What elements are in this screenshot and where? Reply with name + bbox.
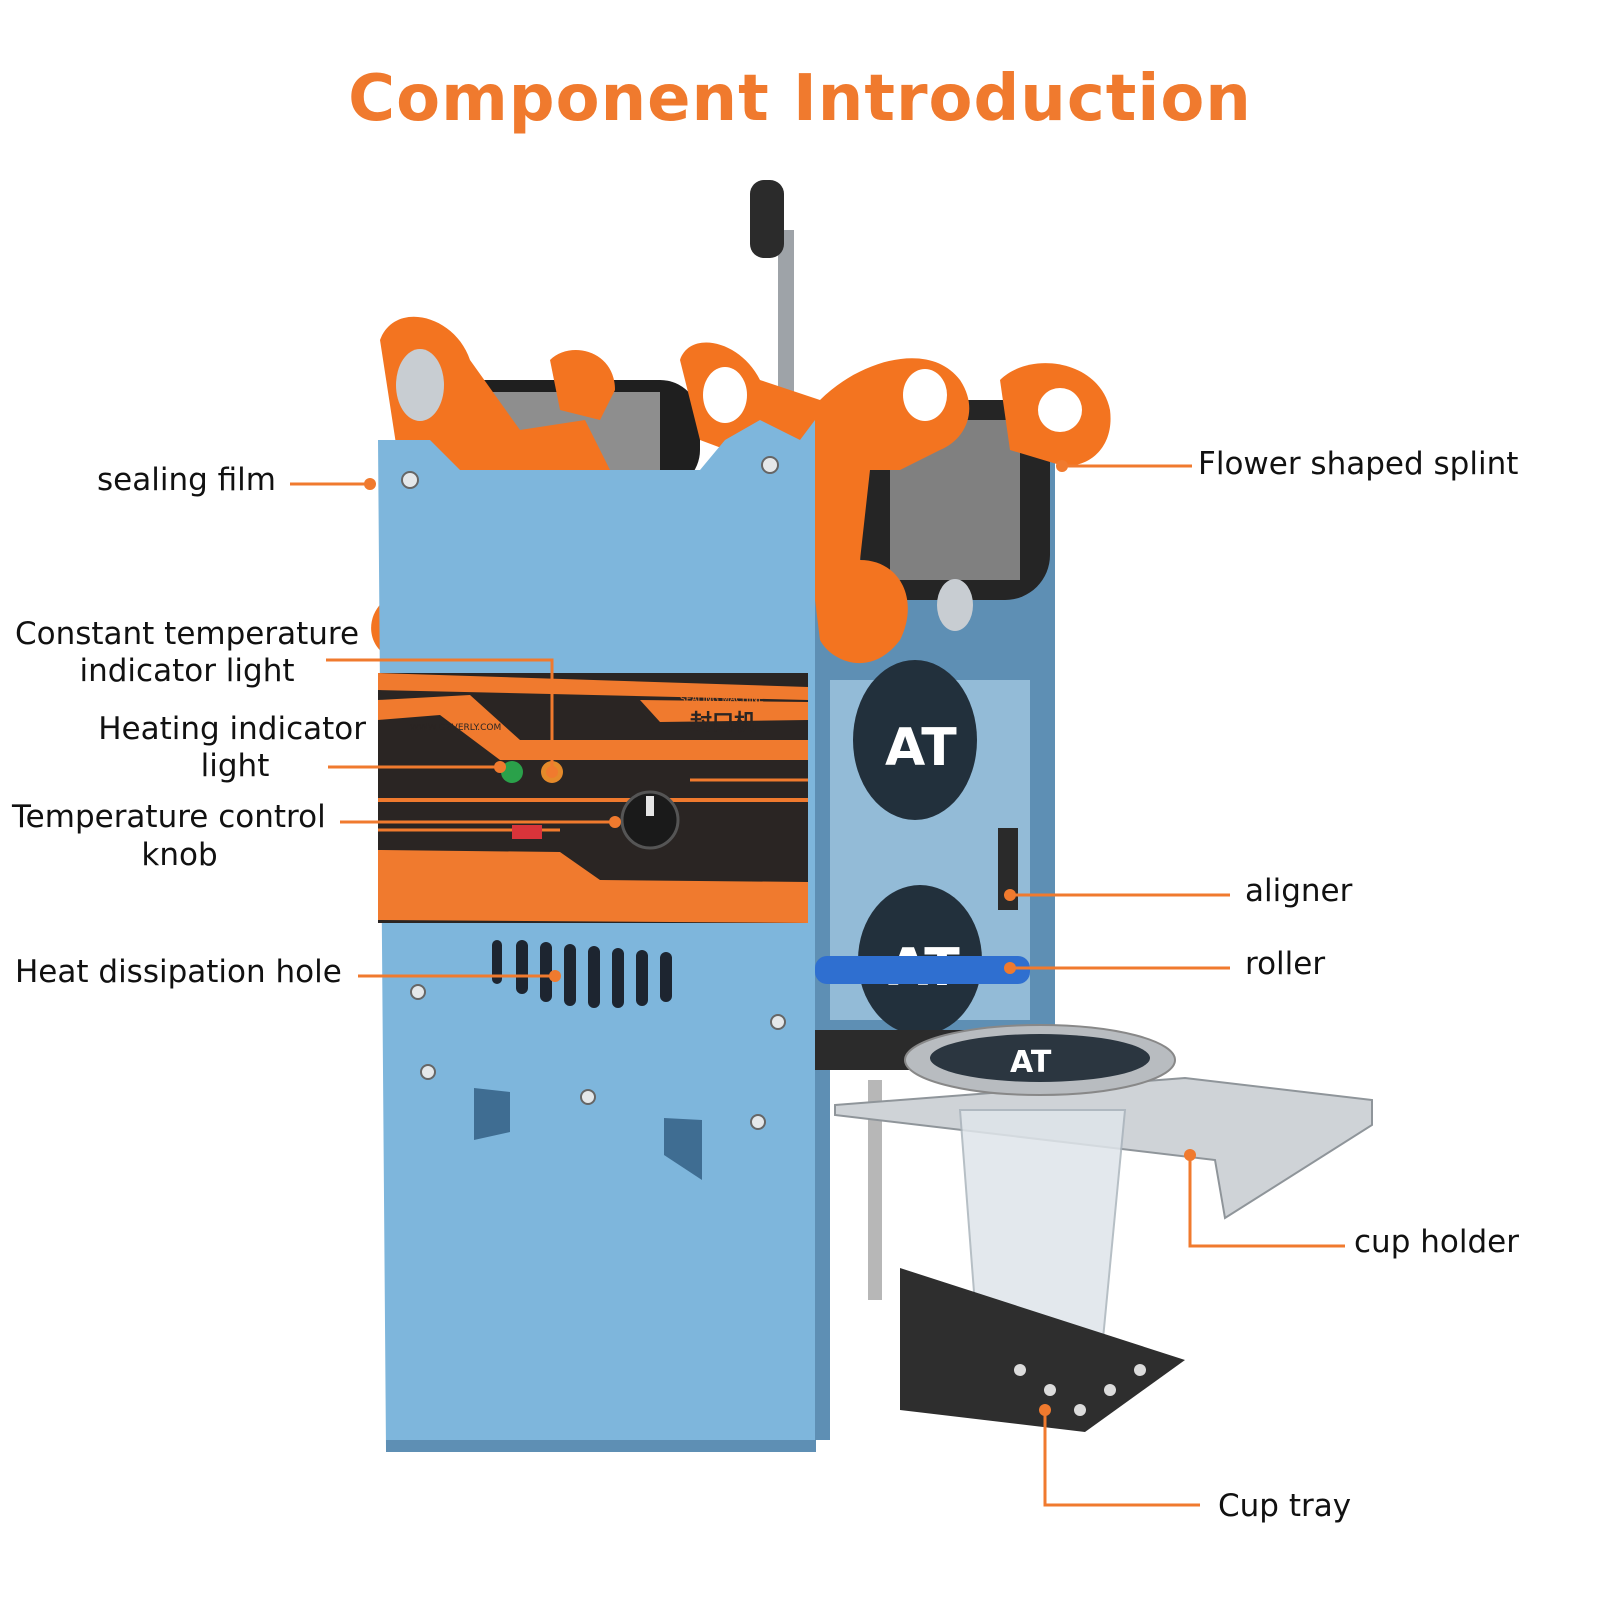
page-title: Component Introduction [348,62,1252,136]
cup-logo-1: AT [885,718,957,778]
heat-dissipation-vents [492,940,672,1008]
label-heating-indicator-line1: Heating indicator [98,711,366,747]
leader-dots [364,460,1196,1416]
label-sealing-film: sealing film [97,462,276,498]
label-cup-holder: cup holder [1354,1224,1519,1260]
label-temperature-knob-line1: Temperature control [12,799,326,835]
label-temperature-knob-line2: knob [141,837,218,873]
aligner [998,828,1018,910]
label-constant-temperature-line1: Constant temperature [14,616,360,652]
heating-indicator-light [501,761,523,783]
label-cup-tray: Cup tray [1218,1488,1352,1524]
cup-tray [900,1268,1185,1432]
leader-lines [290,464,1345,1507]
temperature-control-knob [620,790,680,850]
machine-front-body [378,420,815,1450]
label-roller: roller [1245,946,1326,982]
panel-chinese: 封口机 [690,711,756,736]
power-switch [512,825,542,839]
label-heating-indicator-line2: light [200,748,270,784]
label-constant-temperature-line2: indicator light [79,653,295,689]
roller [815,956,1030,984]
lift-screw [868,1080,882,1300]
label-heat-dissipation-hole: Heat dissipation hole [15,954,342,990]
front-slots [474,1088,702,1180]
panel-website: WWW.GZVERLY.COM [410,723,501,733]
cup-lid-logo: AT [1010,1045,1052,1080]
label-aligner: aligner [1245,873,1353,909]
control-panel: SEALING MACHINE 封口机 WWW.GZVERLY.COM [378,673,808,923]
lever-handle [750,180,794,400]
flower-splint-right [680,342,1111,664]
label-flower-shaped-splint: Flower shaped splint [1198,446,1519,482]
panel-heading: SEALING MACHINE [680,695,764,705]
